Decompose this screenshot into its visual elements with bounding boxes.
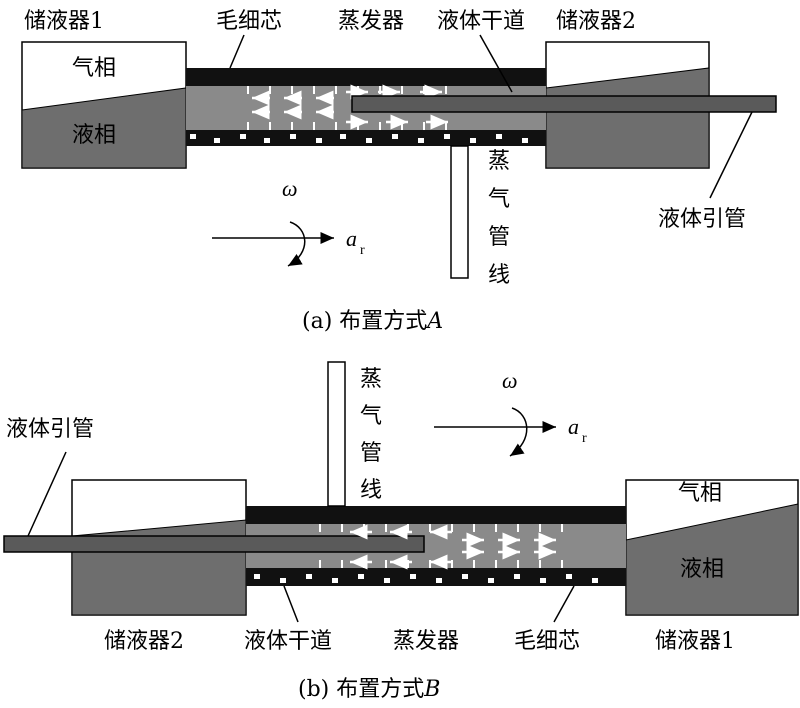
flow-arrows-a: [252, 84, 448, 130]
liquid-pipe-label-a: 液体引管: [658, 207, 746, 232]
rotation-indicator-b: [434, 407, 556, 457]
layout-b: 液体引管 蒸 气 管 线 气相 液相 ω a r 储液器2 液体干道 蒸发器 毛…: [3, 361, 799, 702]
reservoir-1-b: [625, 479, 799, 616]
liquid-trunk-label-a: 液体干道: [437, 9, 525, 34]
vapor-line-b: [327, 361, 346, 507]
liquid-phase-label-b: 液相: [680, 557, 724, 582]
vapor-line-char-1-a: 蒸: [488, 149, 510, 174]
caption-b: (b) 布置方式B: [298, 677, 440, 702]
liquid-pipe-b: [3, 535, 425, 553]
flow-arrows-b: [350, 524, 556, 570]
vapor-line-a: [450, 145, 469, 279]
reservoir-1-a: [21, 41, 187, 169]
caption-a: (a) 布置方式A: [302, 309, 443, 334]
accel-label-a: a: [346, 226, 357, 251]
wick-label-a: 毛细芯: [216, 9, 282, 34]
wick-label-b: 毛细芯: [514, 629, 580, 654]
omega-label-a: ω: [282, 176, 298, 201]
vapor-line-char-2-a: 气: [488, 187, 510, 212]
vapor-line-char-1-b: 蒸: [360, 367, 382, 392]
reservoir-2-label-a: 储液器2: [556, 9, 636, 34]
vapor-phase-label-b: 气相: [678, 481, 722, 506]
liquid-trunk-label-b: 液体干道: [244, 629, 332, 654]
accel-sub-label-b: r: [582, 431, 587, 446]
vapor-line-char-3-b: 管: [360, 441, 382, 466]
reservoir-1-label-b: 储液器1: [655, 629, 735, 654]
evaporator-label-b: 蒸发器: [393, 629, 459, 654]
liquid-pipe-a: [351, 95, 777, 113]
reservoir-2-label-b: 储液器2: [104, 629, 184, 654]
liquid-pipe-label-b: 液体引管: [6, 417, 94, 442]
vapor-line-char-3-a: 管: [488, 225, 510, 250]
omega-label-b: ω: [502, 368, 518, 393]
reservoir-1-label-a: 储液器1: [24, 9, 104, 34]
accel-label-b: a: [568, 414, 579, 439]
accel-sub-label-a: r: [360, 243, 365, 258]
liquid-phase-label-a: 液相: [72, 123, 116, 148]
evaporator-label-a: 蒸发器: [338, 9, 404, 34]
vapor-line-char-4-b: 线: [360, 478, 382, 503]
rotation-indicator-a: [212, 221, 334, 267]
evaporator-tube-b: [246, 506, 626, 586]
vapor-line-char-2-b: 气: [360, 404, 382, 429]
vapor-phase-label-a: 气相: [72, 56, 116, 81]
vapor-line-char-4-a: 线: [488, 263, 510, 288]
layout-a: 储液器1 毛细芯 蒸发器 液体干道 储液器2 气相 液相 液体引管 蒸 气 管 …: [21, 9, 777, 334]
